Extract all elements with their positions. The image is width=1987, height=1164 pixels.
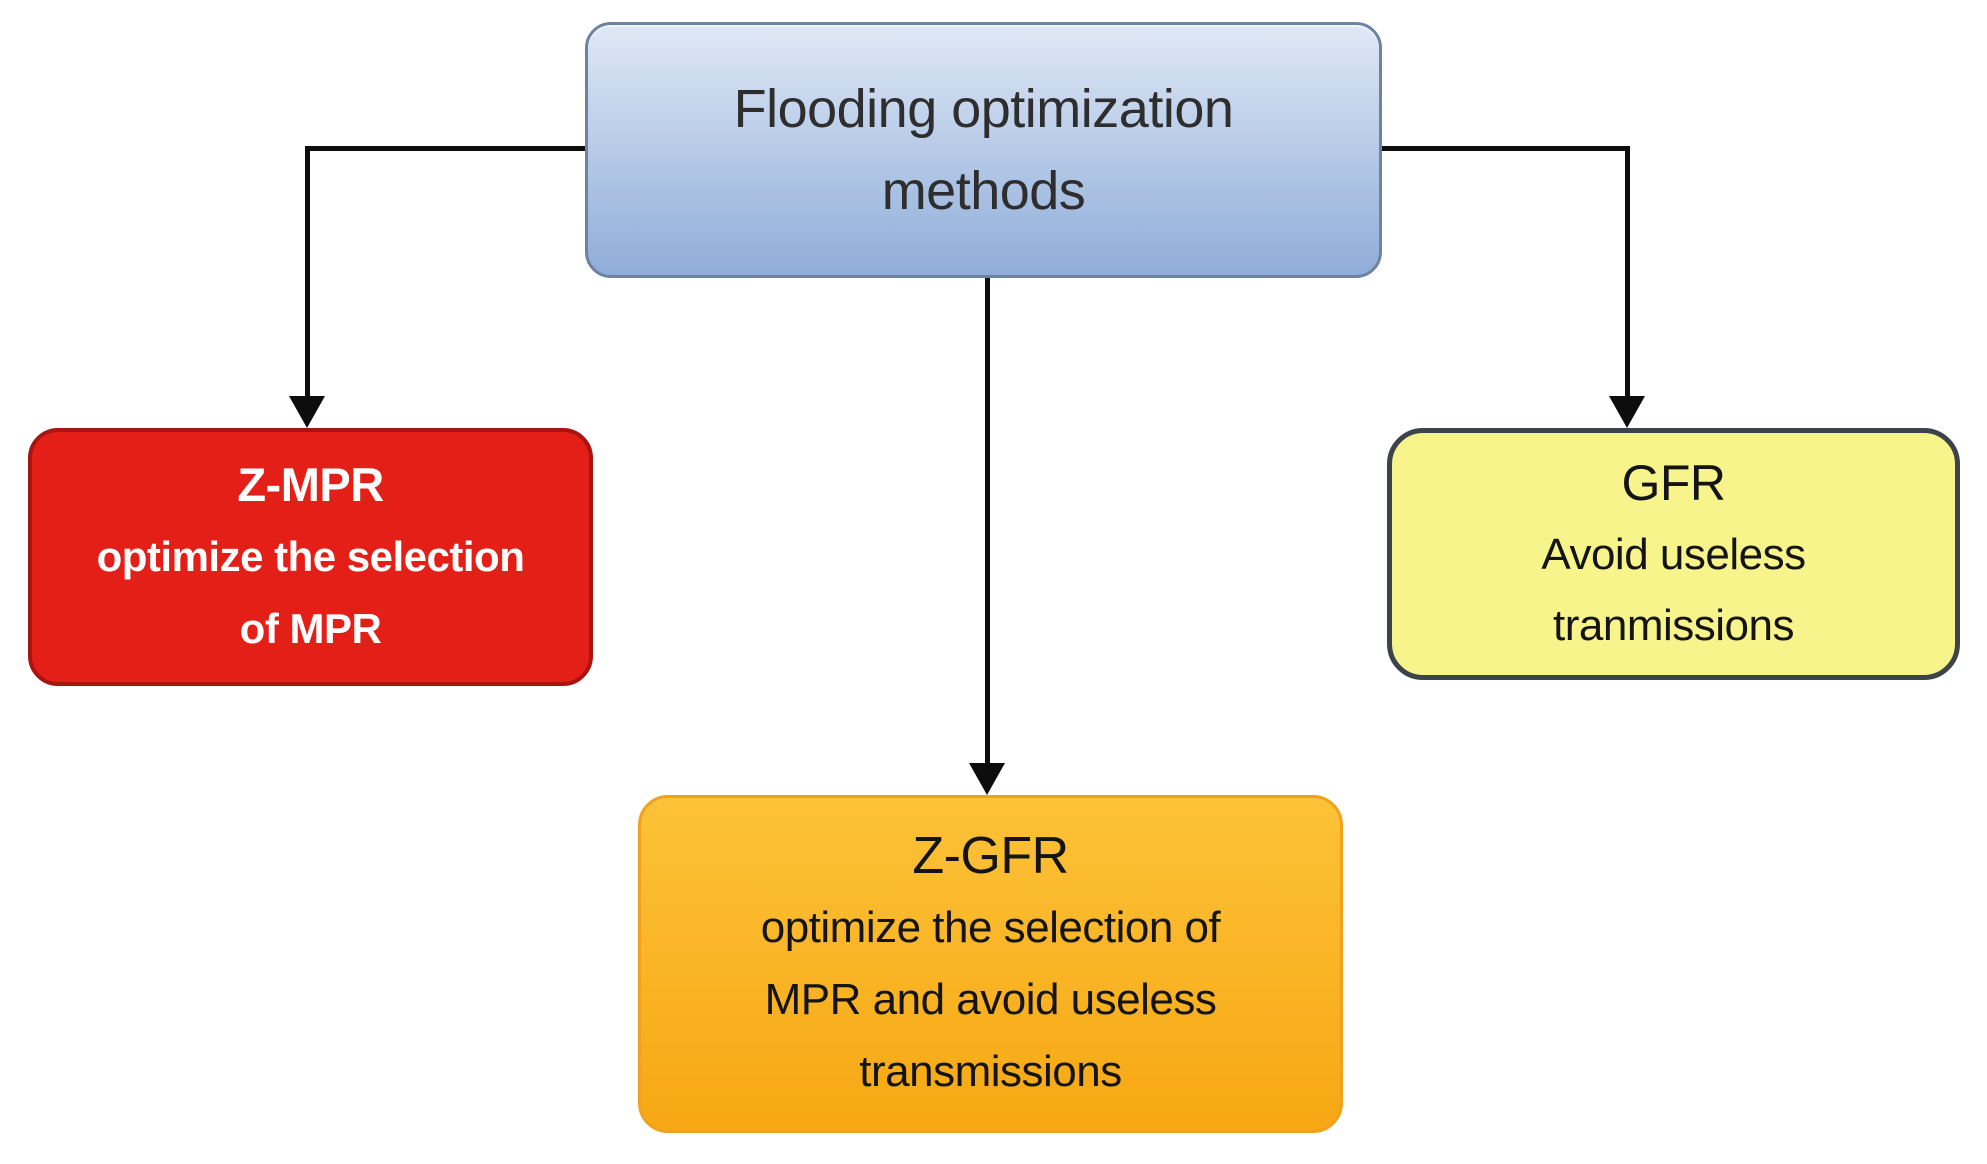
connector-root-to-zmpr-horizontal <box>305 146 585 151</box>
arrowhead-to-gfr-icon <box>1609 396 1645 428</box>
node-zgfr-line-3: MPR and avoid useless <box>764 975 1217 1024</box>
node-flooding-optimization-methods: Flooding optimization methods <box>585 22 1382 278</box>
connector-root-to-zgfr-vertical <box>985 278 990 764</box>
node-gfr: GFR Avoid useless tranmissions <box>1387 428 1960 680</box>
connector-root-to-gfr-vertical <box>1625 146 1630 398</box>
arrowhead-to-zmpr-icon <box>289 396 325 428</box>
arrowhead-to-zgfr-icon <box>969 763 1005 795</box>
connector-root-to-zmpr-vertical <box>305 146 310 398</box>
node-zmpr-line-3: of MPR <box>239 605 382 652</box>
node-gfr-line-2: Avoid useless <box>1541 529 1806 579</box>
node-zgfr-title: Z-GFR <box>912 827 1069 885</box>
node-root-line-1: Flooding optimization <box>733 79 1234 139</box>
node-zgfr-line-4: transmissions <box>859 1047 1122 1096</box>
node-zgfr-line-2: optimize the selection of <box>760 903 1221 952</box>
node-z-mpr: Z-MPR optimize the selection of MPR <box>28 428 593 686</box>
node-root-line-2: methods <box>881 161 1086 221</box>
connector-root-to-gfr-horizontal <box>1382 146 1630 151</box>
node-zmpr-title: Z-MPR <box>237 458 384 511</box>
node-gfr-title: GFR <box>1621 454 1726 511</box>
node-zmpr-line-2: optimize the selection <box>96 533 525 580</box>
node-z-gfr: Z-GFR optimize the selection of MPR and … <box>638 795 1343 1133</box>
node-gfr-line-3: tranmissions <box>1553 600 1794 650</box>
